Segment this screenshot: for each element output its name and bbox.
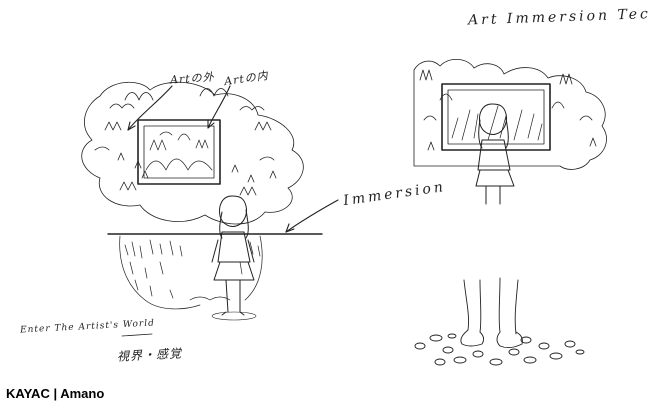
foliage-right-top [413,59,607,170]
label-art-outside: Artの外 [169,70,216,87]
painting-frame-right [441,83,551,151]
feet-in-pebbles [414,277,585,366]
foliage-underground-left [119,235,263,310]
girl-figure-right [475,103,515,205]
girl-figure-left [211,195,257,321]
foliage-cloud-left [81,81,304,225]
annotation-arrows [127,85,339,233]
world-underline [121,333,153,337]
painting-frame-left [137,119,221,185]
caption-japanese: 視界・感覚 [116,346,183,364]
credit-text: KAYAC | Amano [6,386,105,401]
